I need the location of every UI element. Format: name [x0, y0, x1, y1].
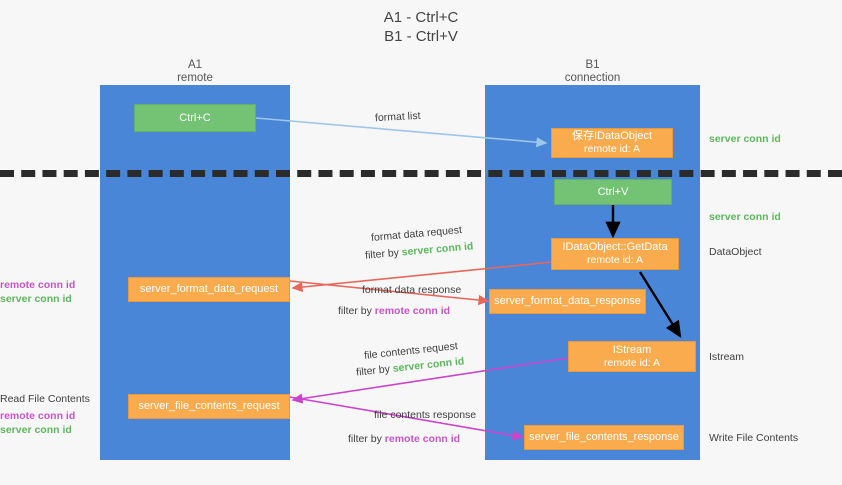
- label-format-data-response-filter: filter by remote conn id: [338, 305, 450, 318]
- lane-a1-name: A1: [187, 59, 203, 71]
- remote-conn-id-text-4: remote conn id: [384, 433, 461, 445]
- lane-header-a1: A1 remote: [100, 59, 290, 85]
- right-label-istream: Istream: [709, 351, 745, 363]
- page-title: A1 - Ctrl+C B1 - Ctrl+V: [0, 8, 842, 46]
- left-label-server-conn-id: server conn id: [0, 293, 72, 305]
- left-label-remote-conn-id-2: remote conn id: [0, 410, 76, 422]
- label-file-contents-response: file contents response: [374, 409, 477, 421]
- right-label-server-conn-id-second: server conn id: [709, 211, 781, 223]
- box-server-format-data-response[interactable]: server_format_data_response: [489, 289, 646, 314]
- title-line-2: B1 - Ctrl+V: [384, 28, 458, 45]
- lane-b1-name: B1: [585, 59, 600, 71]
- phase-divider: [0, 170, 842, 177]
- box-ctrl-v-label: Ctrl+V: [597, 185, 629, 198]
- box-server-format-data-request-label: server_format_data_request: [139, 283, 279, 295]
- box-server-file-contents-request[interactable]: server_file_contents_request: [128, 394, 290, 419]
- filter-by-text-2: filter by: [338, 305, 372, 317]
- box-ctrl-c-label: Ctrl+C: [179, 111, 211, 124]
- box-idataobject-line2: remote id: A: [583, 143, 641, 155]
- left-label-remote-conn-id: remote conn id: [0, 279, 76, 291]
- box-server-file-contents-response[interactable]: server_file_contents_response: [524, 425, 684, 450]
- right-label-server-conn-id-top: server conn id: [709, 133, 781, 145]
- box-ctrl-c[interactable]: Ctrl+C: [134, 104, 256, 132]
- box-server-format-data-response-label: server_format_data_response: [494, 295, 641, 307]
- right-label-write-file-contents: Write File Contents: [709, 432, 799, 444]
- box-getdata[interactable]: IDataObject::GetData remote id: A: [551, 238, 679, 270]
- filter-by-text-3: filter by: [355, 363, 391, 379]
- box-getdata-line1: IDataObject::GetData: [562, 241, 668, 253]
- box-ctrl-v[interactable]: Ctrl+V: [554, 179, 672, 205]
- box-istream-line2: remote id: A: [603, 356, 661, 369]
- box-server-file-contents-response-label: server_file_contents_response: [529, 431, 679, 443]
- filter-by-text-4: filter by: [348, 433, 382, 445]
- right-label-dataobject: DataObject: [709, 246, 762, 258]
- box-server-format-data-request[interactable]: server_format_data_request: [128, 277, 290, 302]
- filter-by-text-1: filter by: [364, 246, 400, 262]
- server-conn-id-text-1: server conn id: [401, 240, 474, 259]
- box-istream[interactable]: IStream remote id: A: [568, 341, 696, 372]
- box-getdata-line2: remote id: A: [586, 254, 644, 266]
- left-label-server-conn-id-2: server conn id: [0, 424, 72, 436]
- label-file-contents-response-filter: filter by remote conn id: [348, 433, 460, 446]
- label-format-data-response: format data response: [362, 284, 462, 296]
- title-line-1: A1 - Ctrl+C: [383, 9, 459, 26]
- remote-conn-id-text-2: remote conn id: [374, 305, 451, 317]
- lane-header-b1: B1 connection: [485, 59, 700, 85]
- box-server-file-contents-request-label: server_file_contents_request: [138, 400, 280, 412]
- label-format-list: format list: [374, 109, 421, 125]
- left-label-read-file-contents: Read File Contents: [0, 393, 90, 405]
- lane-b1-sub: connection: [564, 72, 621, 84]
- box-istream-line1: IStream: [612, 343, 652, 356]
- box-idataobject[interactable]: 保存IDataObject remote id: A: [551, 128, 673, 158]
- lane-a1-sub: remote: [177, 72, 213, 84]
- box-idataobject-line1: 保存IDataObject: [571, 130, 653, 142]
